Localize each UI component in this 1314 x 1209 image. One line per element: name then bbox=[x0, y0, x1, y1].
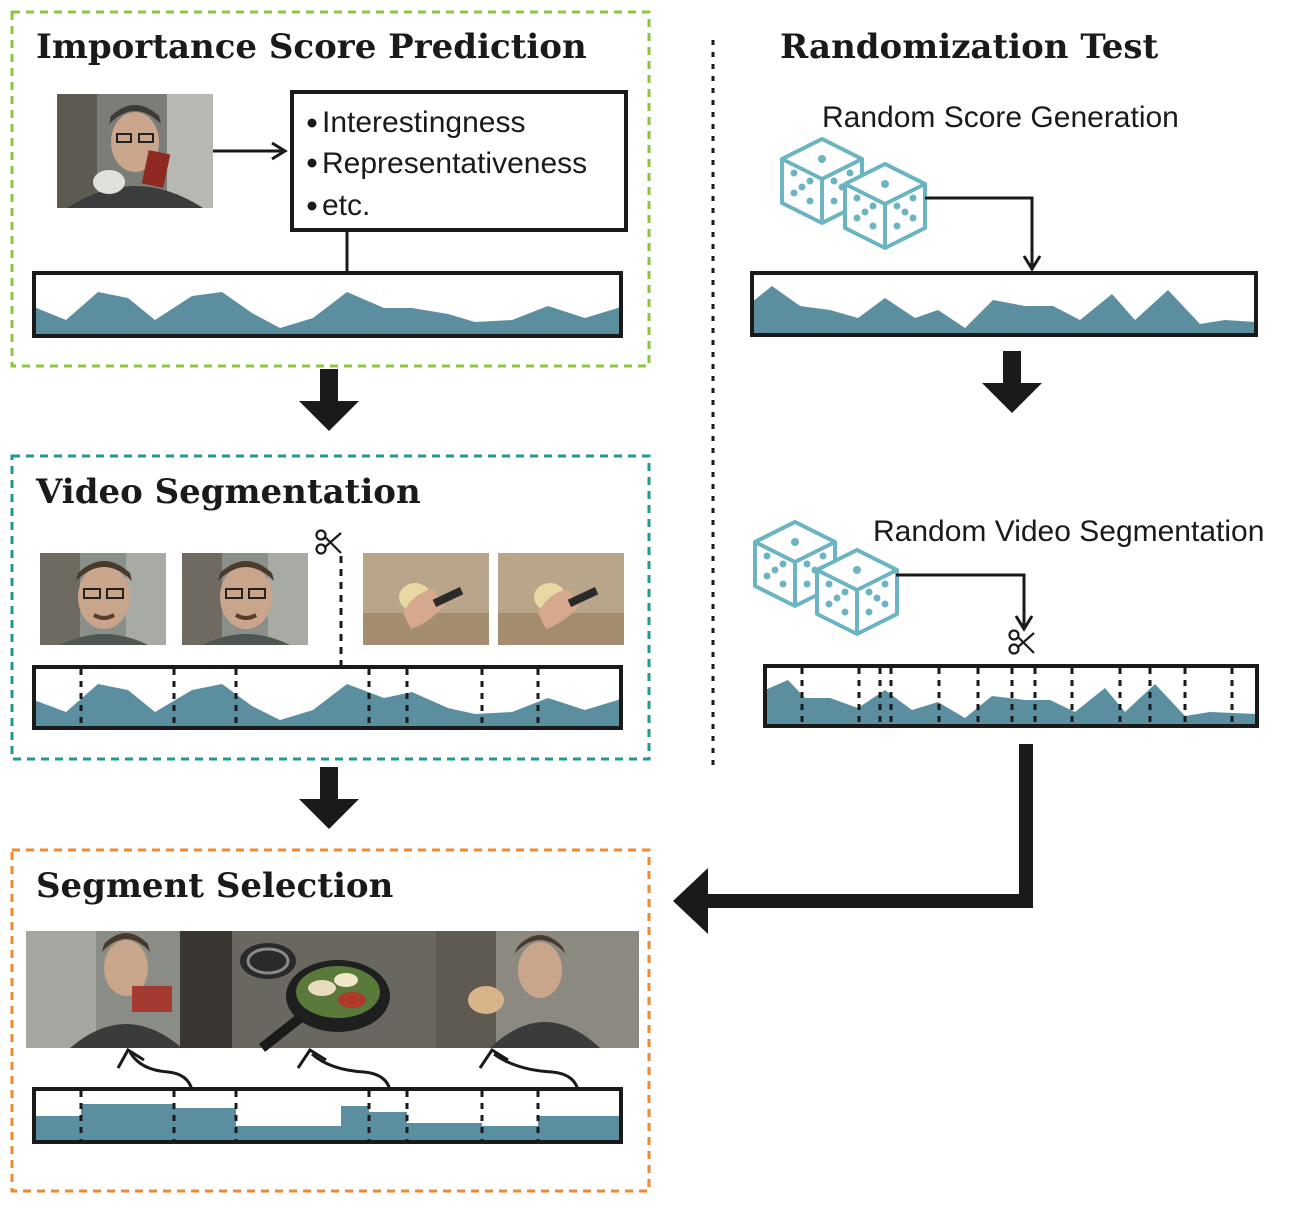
selection-title: Segment Selection bbox=[36, 866, 393, 906]
importance-panel: Importance Score Prediction Interestingn… bbox=[10, 10, 651, 368]
segmentation-title: Video Segmentation bbox=[35, 472, 421, 512]
dice-icon bbox=[815, 548, 899, 636]
criteria-interestingness: Interestingness bbox=[322, 106, 525, 139]
segmentation-score-bar bbox=[32, 665, 623, 730]
criteria-representativeness: Representativeness bbox=[322, 147, 587, 180]
segment-frame-1 bbox=[38, 551, 168, 647]
selection-score-bar bbox=[32, 1087, 623, 1144]
selection-panel: Segment Selection bbox=[10, 848, 651, 1193]
selected-frame-1 bbox=[26, 931, 232, 1048]
segment-frame-2 bbox=[180, 551, 310, 647]
criteria-box bbox=[290, 90, 628, 232]
importance-title: Importance Score Prediction bbox=[36, 27, 587, 67]
selection-arrows bbox=[116, 1047, 580, 1091]
selected-frame-2 bbox=[232, 931, 436, 1052]
segment-frame-4 bbox=[498, 553, 624, 645]
randomization-title: Randomization Test bbox=[780, 27, 1158, 67]
flow-arrow-random bbox=[982, 351, 1042, 413]
dice-icon bbox=[843, 162, 927, 250]
input-video-frame bbox=[57, 94, 213, 208]
random-segmentation-label: Random Video Segmentation bbox=[873, 515, 1264, 548]
return-arrow bbox=[700, 744, 1033, 908]
importance-score-bar bbox=[32, 271, 623, 338]
selection-panel-border bbox=[10, 848, 651, 1193]
selected-frame-3 bbox=[436, 931, 639, 1048]
segmentation-panel-border bbox=[10, 454, 651, 761]
random-score-bar bbox=[750, 271, 1258, 337]
random-score-label: Random Score Generation bbox=[822, 101, 1179, 134]
scissors-icon bbox=[1008, 629, 1036, 655]
randomization-panel: Randomization Test Random Score Generati… bbox=[673, 27, 1264, 934]
importance-panel-border bbox=[10, 10, 651, 368]
flow-arrow-1 bbox=[299, 369, 359, 431]
segmentation-panel: Video Segmentation bbox=[10, 454, 651, 761]
random-segmentation-bar bbox=[763, 664, 1259, 728]
segment-frame-3 bbox=[363, 553, 489, 645]
scissors-icon bbox=[315, 529, 343, 555]
criteria-etc: etc. bbox=[322, 189, 370, 222]
flow-arrow-2 bbox=[299, 767, 359, 829]
